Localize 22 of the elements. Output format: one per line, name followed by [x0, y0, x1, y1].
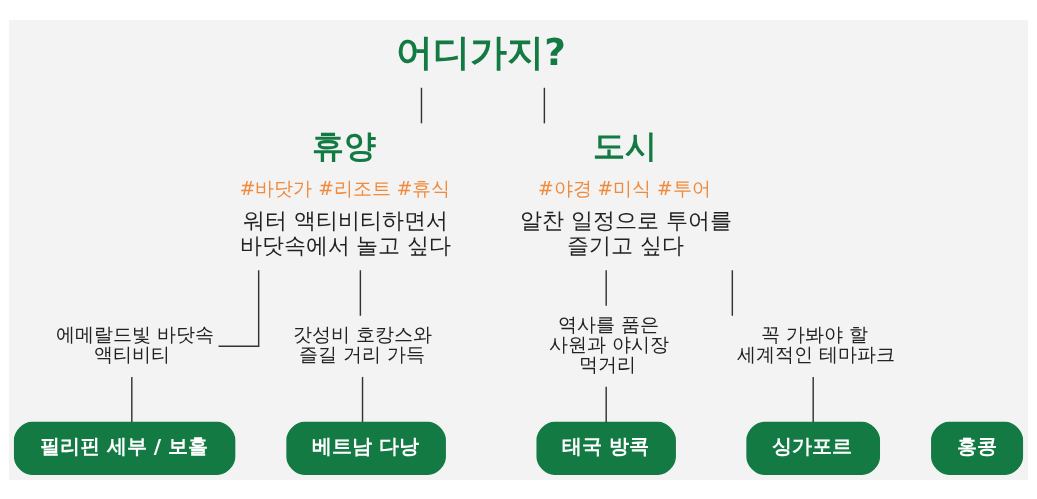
connector: [420, 86, 423, 124]
node-text: 역사를 품은 사원과 야시장 먹거리: [548, 313, 669, 375]
connector: [605, 269, 607, 307]
node-text: 휴양 #바닷가 #리조트 #휴식 워터 액티비티하면서 바닷속에서 놀고 싶다: [239, 127, 452, 258]
connector: [543, 86, 546, 124]
node-text: 도시 #야경 #미식 #투어 알찬 일정으로 투어를 즐기고 싶다: [519, 127, 732, 258]
connector: [131, 375, 133, 423]
node-box: 싱가포르: [746, 421, 881, 475]
node-box: 태국 방콕: [536, 421, 676, 475]
connector: [731, 269, 734, 316]
connector: [359, 269, 362, 316]
node-box: 홍콩: [931, 421, 1024, 475]
node-text: 에메랄드빛 바닷속 액티비티: [55, 323, 214, 365]
connector: [812, 375, 814, 423]
node-text: 꼭 가봐야 할 세계적인 테마파크: [737, 323, 895, 365]
connector: [361, 375, 364, 423]
connector: [605, 385, 607, 423]
connector: [217, 269, 260, 347]
node-text: 갓성비 호캉스와 즐길 거리 가득: [292, 323, 432, 365]
node-text: 어디가지?: [396, 29, 566, 74]
node-box: 베트남 다낭: [286, 421, 446, 475]
node-box: 필리핀 세부 / 보홀: [13, 421, 236, 475]
